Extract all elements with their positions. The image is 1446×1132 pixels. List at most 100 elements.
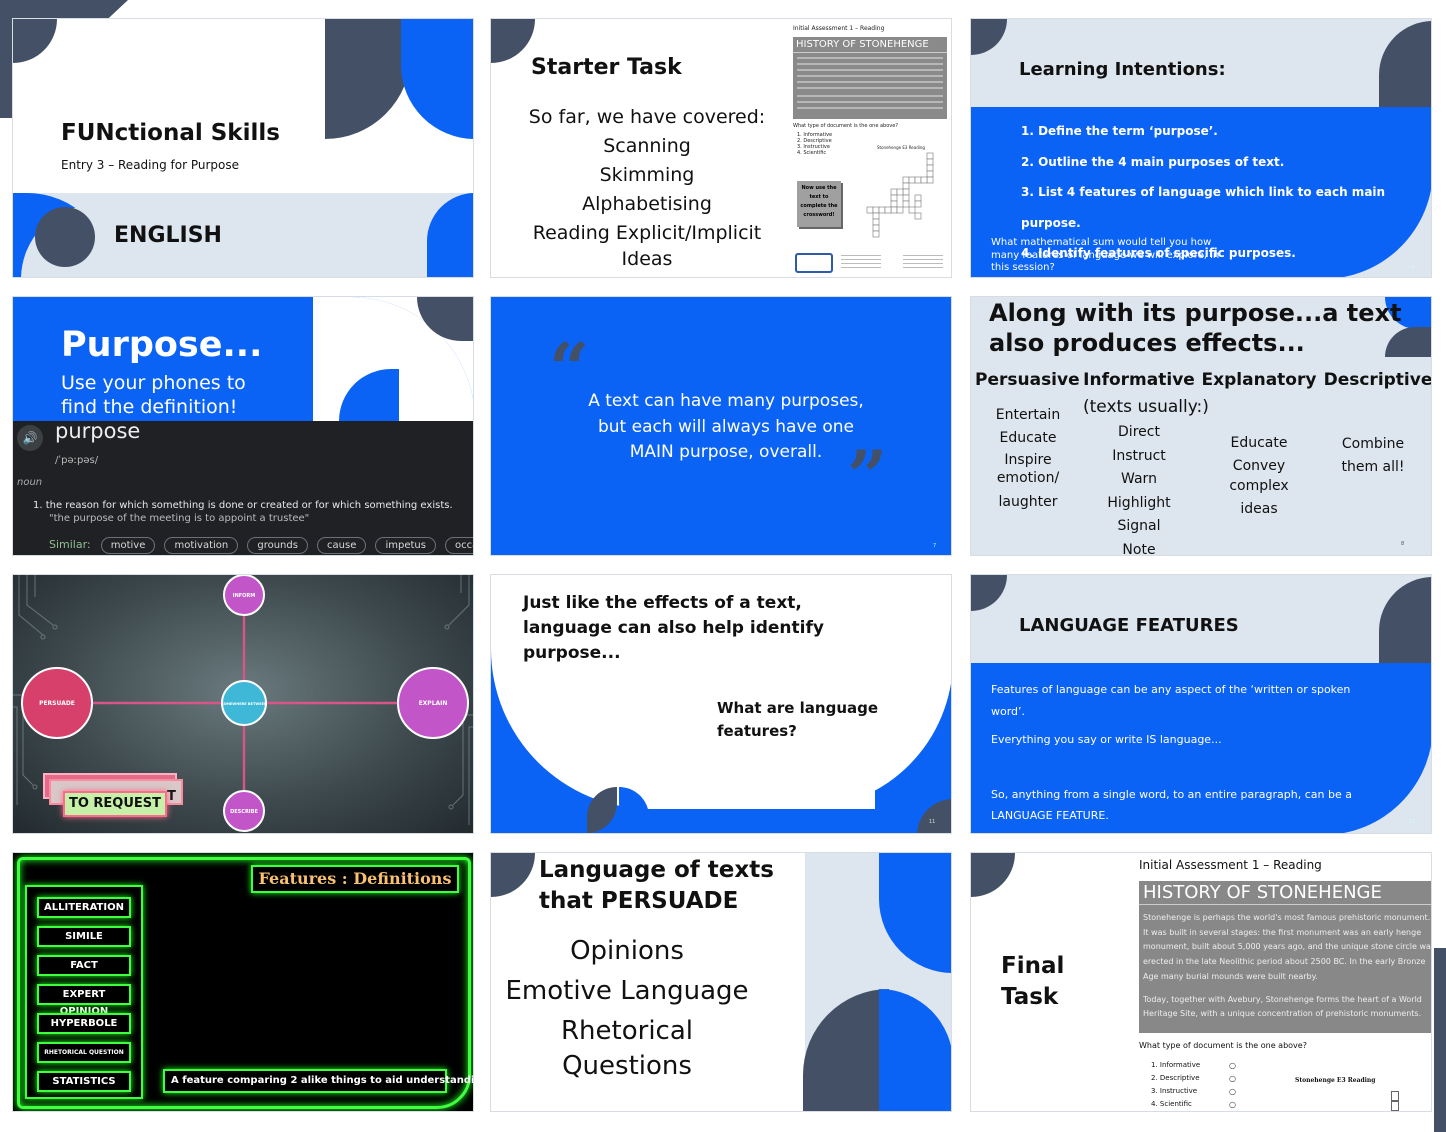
features-line: LANGUAGE FEATURE. — [991, 809, 1109, 822]
quote-line: A text can have many purposes, — [588, 391, 864, 411]
synonym-chip[interactable]: motive — [100, 537, 156, 554]
hyperbole-button[interactable]: HYPERBOLE — [37, 1013, 131, 1034]
effect-item: Highlight — [1107, 494, 1171, 511]
text-line: purpose... — [523, 643, 621, 663]
synonym-chip[interactable]: cause — [317, 537, 367, 554]
effect-item: Convey — [1232, 458, 1286, 474]
feature-item: Emotive Language — [505, 976, 749, 1006]
slide-7[interactable]: INFORM PERSUADE SOMEWHERE BETWEEN EXPLAI… — [12, 574, 474, 834]
center-node — [221, 680, 267, 726]
feature-item: Questions — [562, 1051, 692, 1081]
title-line: that PERSUADE — [539, 888, 739, 914]
effect-item: them all! — [1341, 459, 1405, 475]
stonehenge-heading: HISTORY OF STONEHENGE — [1139, 881, 1431, 905]
slide-12-title: Final Task — [1001, 951, 1064, 1013]
radio-icon[interactable]: ○ — [1229, 1074, 1236, 1083]
speaker-icon[interactable]: 🔊 — [17, 425, 43, 451]
intentions-panel — [971, 107, 1431, 277]
statistics-button[interactable]: STATISTICS — [37, 1071, 131, 1092]
covered-item: Scanning — [603, 135, 691, 157]
effect-item: Educate — [1230, 435, 1288, 451]
thumb-options: 1. Informative 2. Descriptive 3. Instruc… — [797, 132, 832, 156]
navy-corner-shape — [491, 19, 535, 63]
slide-11[interactable]: Language of texts that PERSUADE Opinions… — [490, 852, 952, 1112]
intention-item: 2. Outline the 4 main purposes of text. — [1021, 154, 1285, 169]
slide-6[interactable]: Along with its purpose...a text also pro… — [970, 296, 1432, 556]
assessment-thumbnail: Initial Assessment 1 – Reading HISTORY O… — [791, 21, 951, 277]
text-line: language can also help identify — [523, 618, 824, 638]
title-line: also produces effects... — [989, 329, 1305, 357]
slide-5[interactable]: “ A text can have many purposes, but eac… — [490, 296, 952, 556]
quote-line: MAIN purpose, overall. — [629, 442, 823, 462]
assessment-label: Initial Assessment 1 – Reading — [1139, 858, 1322, 872]
thumb-clue-lines — [903, 255, 943, 271]
to-request-card[interactable]: TO REQUEST — [63, 791, 167, 817]
close-quote-icon: ” — [847, 435, 888, 518]
slide-10[interactable]: Features : Definitions ALLITERATION SIMI… — [12, 852, 474, 1112]
slide-2[interactable]: Starter Task So far, we have covered: Sc… — [490, 18, 952, 278]
covered-intro: So far, we have covered: — [528, 106, 766, 128]
crossword-grid — [866, 152, 934, 238]
navy-leaf-shape — [1379, 577, 1431, 663]
neon-frame — [17, 857, 471, 1109]
persuasive-effects: Entertain Educate Inspire emotion/ laugh… — [975, 404, 1081, 514]
crossword-cell — [1391, 1091, 1399, 1101]
expert-opinion-button[interactable]: EXPERT OPINION — [37, 984, 131, 1017]
radio-icon[interactable]: ○ — [1229, 1087, 1236, 1096]
slide-8[interactable]: Just like the effects of a text, languag… — [490, 574, 952, 834]
descriptive-effects: Combine them all! — [1323, 433, 1423, 479]
thumb-text-panel: HISTORY OF STONEHENGE — [793, 37, 947, 119]
thumb-score-box — [795, 253, 833, 273]
describe-node — [223, 790, 265, 832]
describe-label: DESCRIBE — [230, 809, 258, 815]
header-informative: Informative — [1083, 370, 1195, 390]
effect-item: emotion/ — [996, 470, 1060, 486]
thumb-text-lines — [797, 95, 943, 109]
header-descriptive: Descriptive — [1323, 370, 1432, 390]
puzzle-label: Stonehenge E3 Reading — [1295, 1077, 1376, 1084]
inform-node — [223, 575, 265, 616]
slide-1[interactable]: FUNctional Skills Entry 3 – Reading for … — [12, 18, 474, 278]
covered-list: So far, we have covered: Scanning Skimmi… — [517, 103, 777, 270]
example-text: "the purpose of the meeting is to appoin… — [49, 513, 310, 524]
purpose-diagram: INFORM PERSUADE SOMEWHERE BETWEEN EXPLAI… — [13, 575, 473, 832]
slide-9[interactable]: LANGUAGE FEATURES Features of language c… — [970, 574, 1432, 834]
synonym-chip[interactable]: motivation — [164, 537, 239, 554]
synonym-chip[interactable]: occasion — [445, 537, 473, 554]
fact-button[interactable]: FACT — [37, 955, 131, 976]
explanatory-effects: Educate Convey complex ideas — [1201, 433, 1317, 519]
thumb-heading: HISTORY OF STONEHENGE — [793, 37, 947, 53]
simile-button[interactable]: SIMILE — [37, 926, 131, 947]
effect-item: Educate — [999, 430, 1057, 446]
rhetorical-question-button[interactable]: RHETORICAL QUESTION — [37, 1042, 131, 1063]
page-number: 8 — [1401, 541, 1405, 547]
option-item: 2. Descriptive — [1151, 1074, 1200, 1082]
slide-4-title: Purpose... — [61, 325, 263, 365]
title-line: Task — [1001, 984, 1059, 1010]
synonym-chip[interactable]: impetus — [375, 537, 436, 554]
para-line: It was built in several stages: the firs… — [1143, 927, 1422, 937]
alliteration-button[interactable]: ALLITERATION — [37, 897, 131, 918]
slide-12[interactable]: Final Task Initial Assessment 1 – Readin… — [970, 852, 1432, 1112]
navy-corner-shape — [971, 19, 1007, 55]
effect-item: Direct — [1118, 424, 1160, 440]
effect-item: laughter — [998, 494, 1058, 510]
slide-3[interactable]: Learning Intentions: 1. Define the term … — [970, 18, 1432, 278]
quote-line: but each will always have one — [597, 416, 855, 437]
synonym-chip[interactable]: grounds — [247, 537, 308, 554]
para-line: monument, built about 5,000 years ago, a… — [1143, 942, 1432, 952]
slide-4-subtitle: Use your phones to find the definition! — [61, 371, 246, 419]
radio-icon[interactable]: ○ — [1229, 1100, 1236, 1109]
slide-1-subtitle: Entry 3 – Reading for Purpose — [61, 158, 240, 172]
effect-item: complex — [1229, 478, 1289, 494]
para-line: Age many burial mounds were built nearby… — [1143, 971, 1318, 981]
part-of-speech: noun — [17, 477, 43, 488]
effect-item: Combine — [1341, 436, 1405, 452]
slide-4[interactable]: Purpose... Use your phones to find the d… — [12, 296, 474, 556]
document-question: What type of document is the one above? — [1139, 1041, 1307, 1050]
option-item: 4. Scientific — [1151, 1100, 1192, 1108]
radio-icon[interactable]: ○ — [1229, 1061, 1236, 1070]
feature-item: Opinions — [570, 936, 684, 966]
slide-8-text: Just like the effects of a text, languag… — [523, 591, 824, 666]
